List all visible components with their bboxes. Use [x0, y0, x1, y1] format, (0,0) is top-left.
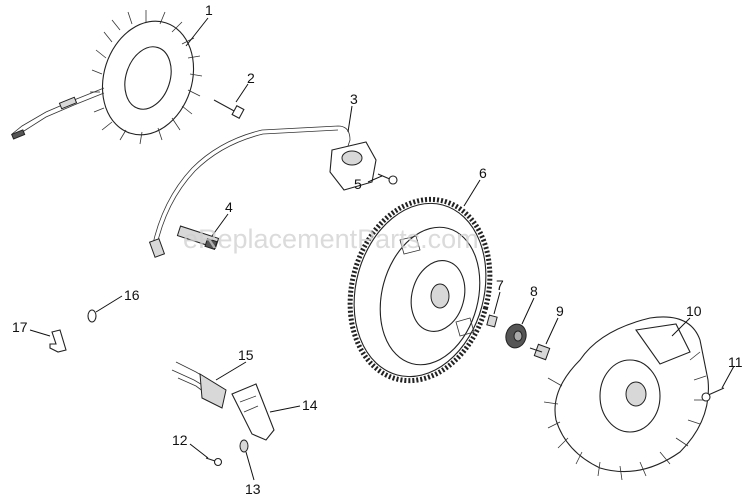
callout-7: 7	[496, 277, 504, 293]
callout-16: 16	[124, 287, 140, 303]
washer-part-13	[239, 439, 249, 453]
callout-13: 13	[245, 481, 261, 497]
terminal-part-4	[176, 225, 220, 250]
sensor-part-15	[171, 361, 227, 409]
callout-4: 4	[225, 199, 233, 215]
bracket-part-14	[231, 383, 275, 441]
bolt-part-2	[213, 99, 245, 120]
callout-9: 9	[556, 303, 564, 319]
ignition-module-part	[148, 125, 377, 258]
callout-8: 8	[530, 283, 538, 299]
stator-part	[11, 10, 203, 145]
callout-5: 5	[354, 176, 362, 192]
callout-6: 6	[479, 165, 487, 181]
screw-part-11	[701, 387, 725, 402]
flywheel-part	[347, 196, 493, 384]
callout-15: 15	[238, 347, 254, 363]
callout-17: 17	[12, 319, 28, 335]
clip-part-17	[49, 329, 67, 353]
callout-11: 11	[728, 354, 743, 370]
watermark: eReplacementParts.com	[183, 224, 479, 254]
callout-2: 2	[247, 70, 255, 86]
leader-lines	[29, 17, 735, 481]
washer-part-8	[505, 323, 527, 349]
key-part-7	[486, 314, 498, 328]
callout-1: 1	[205, 2, 213, 18]
washer-part-16	[87, 309, 97, 323]
screw-part-5	[377, 173, 398, 185]
callout-12: 12	[172, 432, 188, 448]
fan-part	[543, 316, 709, 481]
callout-3: 3	[350, 91, 358, 107]
callout-14: 14	[302, 397, 318, 413]
callout-10: 10	[686, 303, 702, 319]
bolt-part-9	[529, 343, 551, 361]
screw-part-12	[205, 457, 223, 467]
